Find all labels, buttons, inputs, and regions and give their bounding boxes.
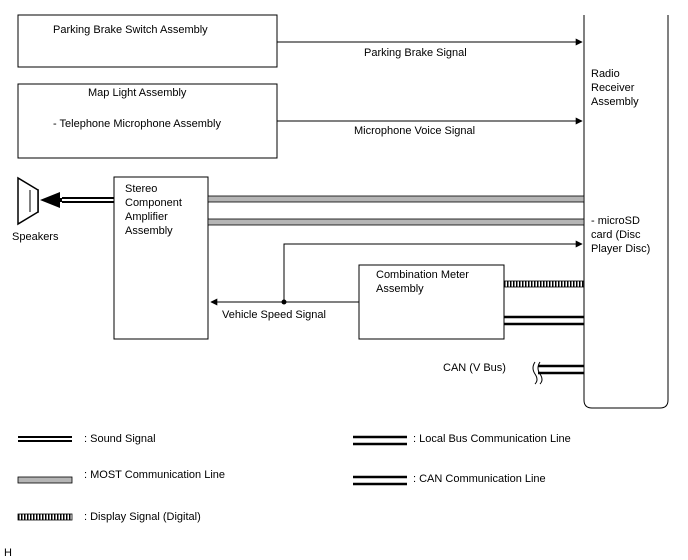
map-light-label: Map Light Assembly [88, 87, 187, 99]
legend-local-bus: : Local Bus Communication Line [353, 433, 571, 446]
vehicle-speed-signal-line: Vehicle Speed Signal [210, 240, 583, 321]
legend-most-line-label: : MOST Communication Line [84, 469, 225, 481]
can-bus-line: CAN (V Bus) [443, 361, 584, 385]
parking-brake-signal-label: Parking Brake Signal [364, 47, 467, 59]
microsd-label-line2: card (Disc [591, 229, 641, 241]
parking-brake-switch-assembly: Parking Brake Switch Assembly [17, 14, 278, 68]
stereo-amplifier-label-line4: Assembly [125, 225, 173, 237]
telephone-microphone-label: - Telephone Microphone Assembly [53, 118, 221, 130]
radio-receiver-label-line1: Radio [591, 68, 620, 80]
combination-meter-label-line2: Assembly [376, 283, 424, 295]
microsd-label-line3: Player Disc) [591, 243, 650, 255]
parking-brake-signal-line: Parking Brake Signal [277, 38, 583, 59]
legend-sound-signal-label: : Sound Signal [84, 433, 156, 445]
radio-receiver-assembly: Radio Receiver Assembly - microSD card (… [583, 15, 669, 409]
legend-display-signal-label: : Display Signal (Digital) [84, 511, 201, 523]
sound-signal-line [40, 192, 114, 208]
can-bus-label: CAN (V Bus) [443, 362, 506, 374]
stereo-amplifier-label-line1: Stereo [125, 183, 157, 195]
radio-receiver-label-line3: Assembly [591, 96, 639, 108]
legend-display-signal: : Display Signal (Digital) [17, 511, 201, 523]
local-bus-line [504, 315, 584, 326]
legend: : Sound Signal : MOST Communication Line… [17, 433, 571, 523]
stereo-amplifier-label-line2: Component [125, 197, 182, 209]
stereo-amplifier-label-line3: Amplifier [125, 211, 168, 223]
microphone-voice-signal-line: Microphone Voice Signal [277, 117, 583, 137]
legend-most-line: : MOST Communication Line [17, 469, 225, 484]
legend-can-line: : CAN Communication Line [353, 473, 546, 486]
corner-code: H [4, 547, 12, 559]
speaker-icon [17, 176, 39, 226]
microphone-voice-signal-label: Microphone Voice Signal [354, 125, 475, 137]
radio-receiver-label-line2: Receiver [591, 82, 635, 94]
microsd-label-line1: - microSD [591, 215, 640, 227]
display-signal-line [503, 280, 585, 288]
parking-brake-switch-label: Parking Brake Switch Assembly [53, 24, 208, 36]
legend-sound-signal: : Sound Signal [18, 433, 156, 445]
most-line-upper [207, 195, 585, 203]
combination-meter-label-line1: Combination Meter [376, 269, 469, 281]
combination-meter-assembly: Combination Meter Assembly [358, 264, 505, 340]
vehicle-speed-signal-label: Vehicle Speed Signal [222, 309, 326, 321]
legend-local-bus-label: : Local Bus Communication Line [413, 433, 571, 445]
speakers-label: Speakers [12, 231, 59, 243]
map-light-assembly: Map Light Assembly - Telephone Microphon… [17, 83, 278, 159]
legend-can-line-label: : CAN Communication Line [413, 473, 546, 485]
stereo-amplifier-assembly: Stereo Component Amplifier Assembly [113, 176, 209, 340]
most-line-lower [207, 218, 585, 226]
